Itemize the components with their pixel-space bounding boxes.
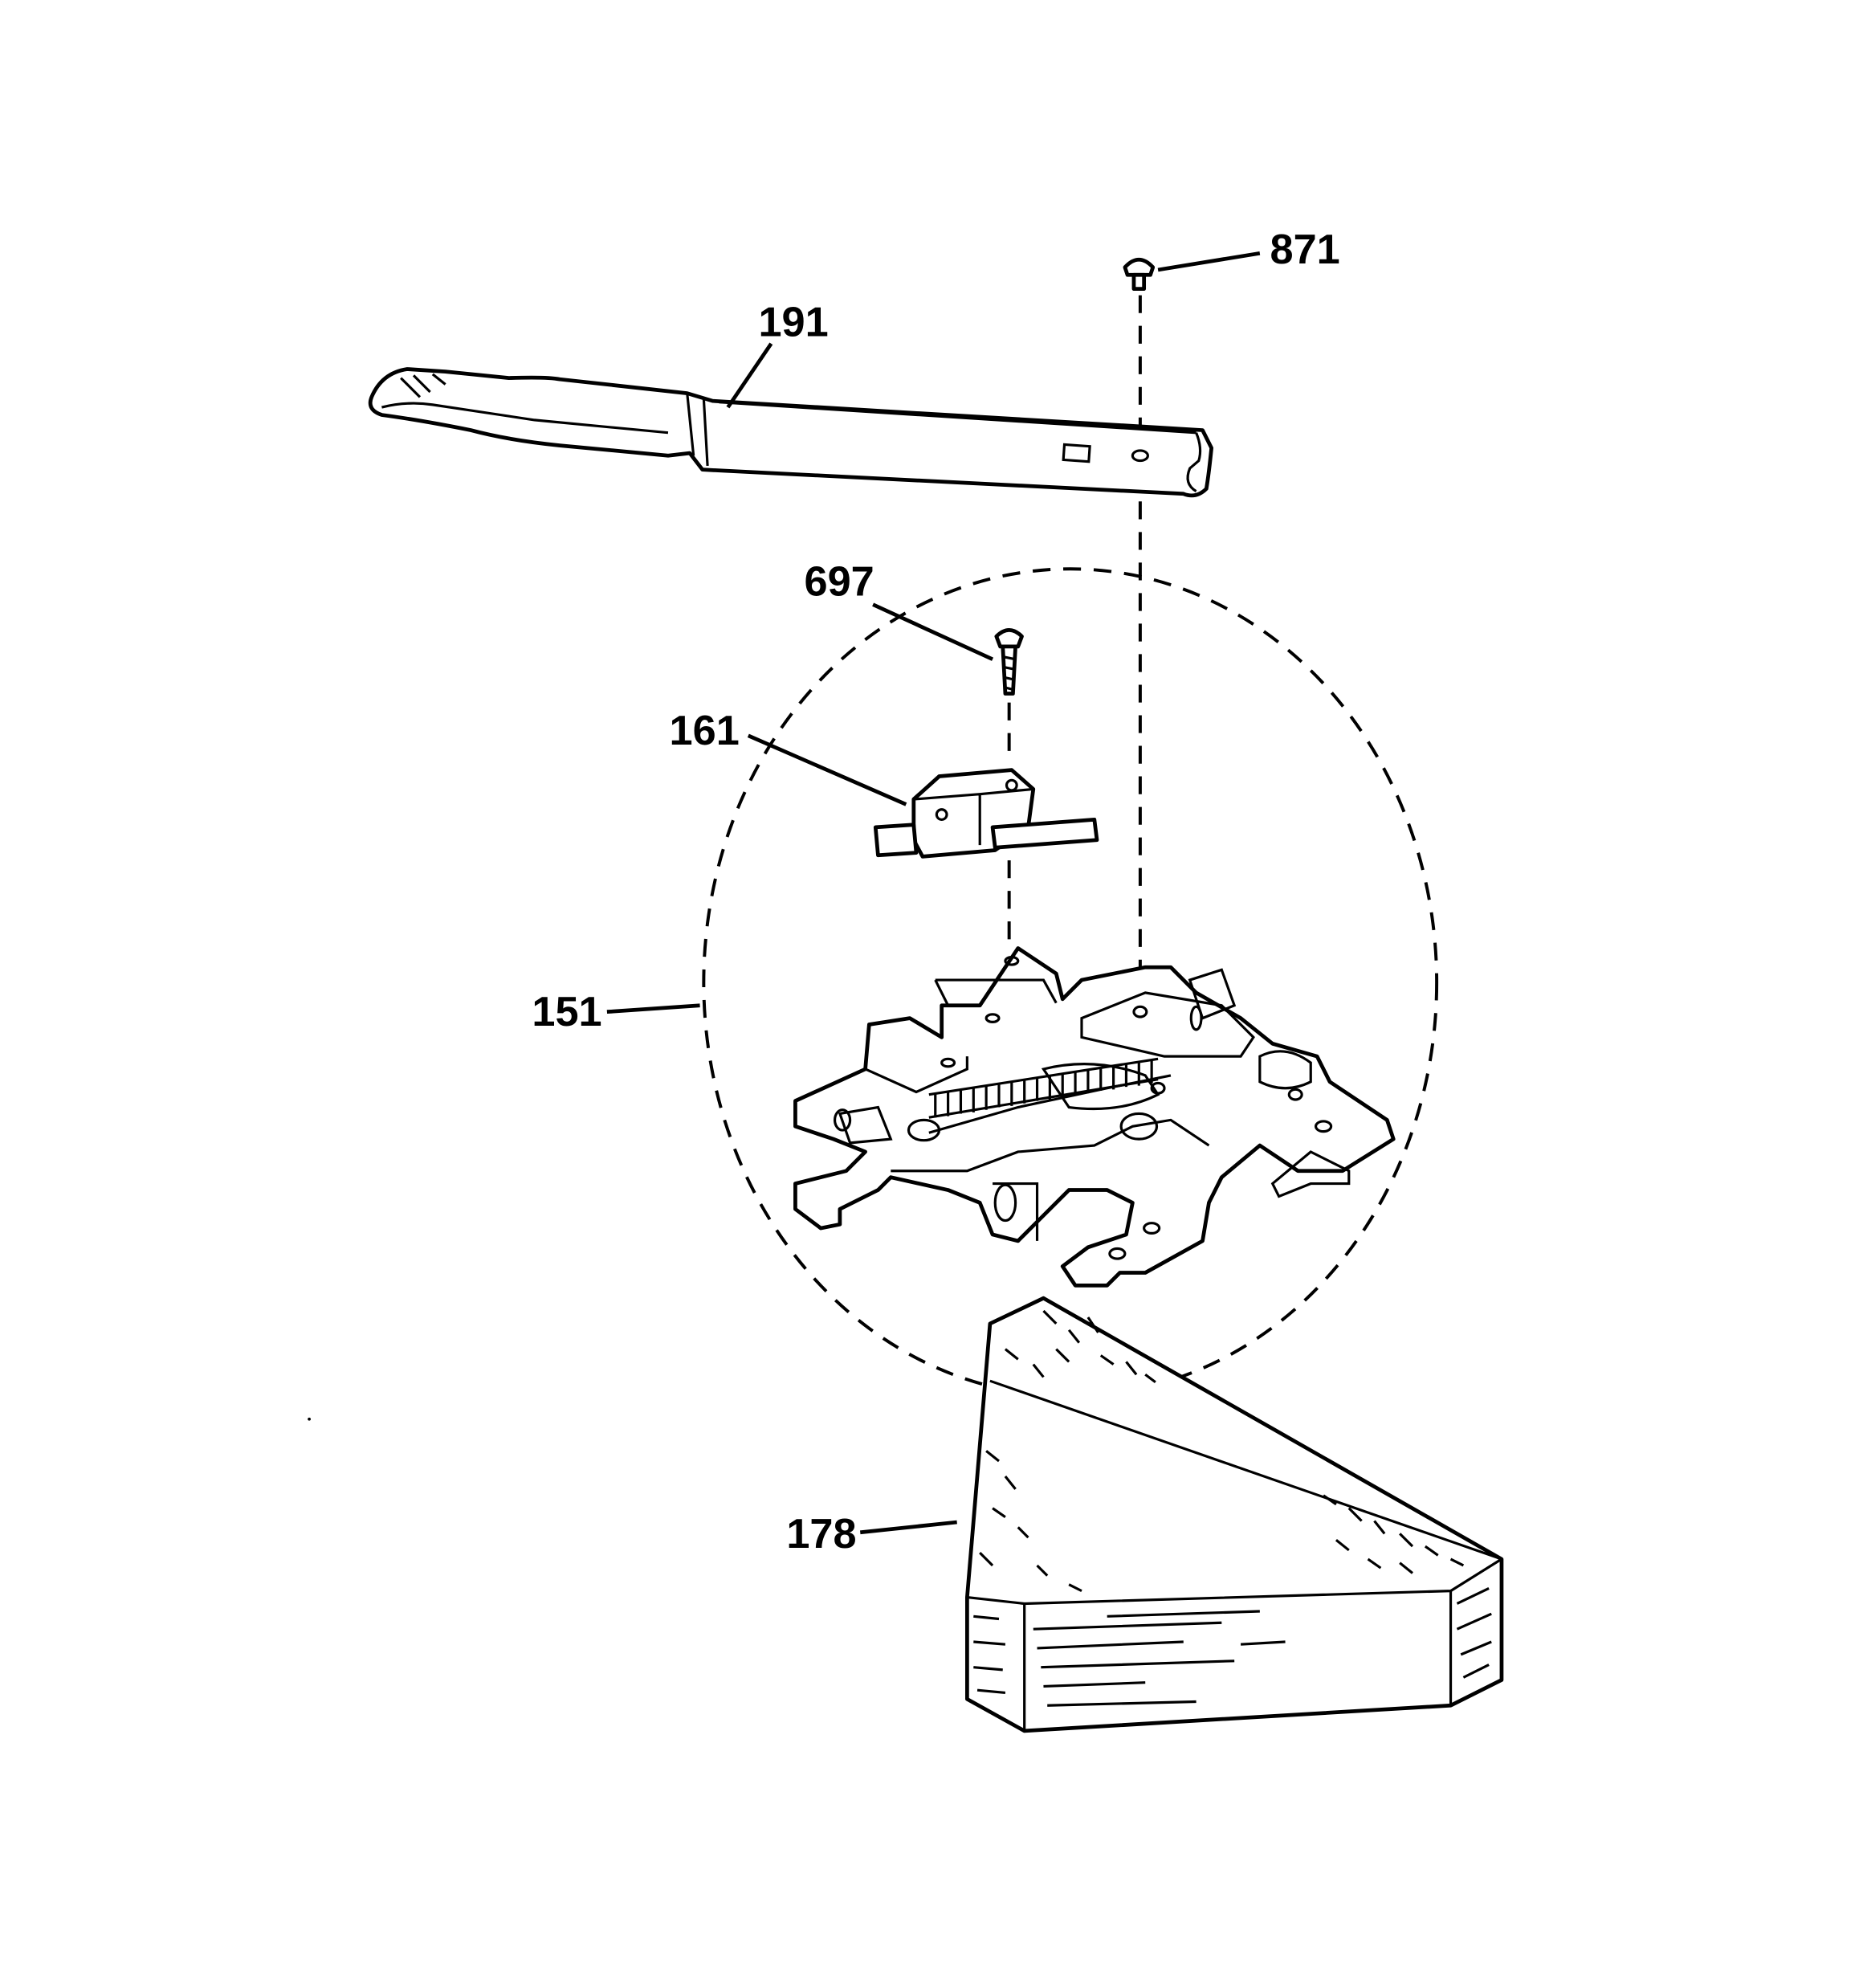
label-871: 871 — [1270, 227, 1340, 273]
insulation-block-178[interactable] — [964, 1296, 1504, 1733]
lock-handle-191[interactable] — [368, 367, 1214, 498]
latch-assembly-151[interactable] — [793, 946, 1396, 1288]
label-191: 191 — [758, 299, 828, 345]
label-178: 178 — [786, 1511, 856, 1557]
leader-151 — [606, 1003, 700, 1014]
screw-697[interactable] — [994, 627, 1024, 696]
leader-871 — [1157, 251, 1261, 272]
leader-161 — [747, 733, 907, 806]
switch-161[interactable] — [873, 768, 1099, 859]
leader-697 — [872, 602, 994, 661]
leader-178 — [860, 1520, 957, 1535]
stray-dot — [308, 1417, 311, 1421]
label-161: 161 — [670, 708, 740, 754]
label-697: 697 — [805, 559, 874, 606]
screw-871[interactable] — [1123, 257, 1156, 292]
leader-191 — [726, 342, 773, 409]
label-151: 151 — [532, 989, 601, 1035]
